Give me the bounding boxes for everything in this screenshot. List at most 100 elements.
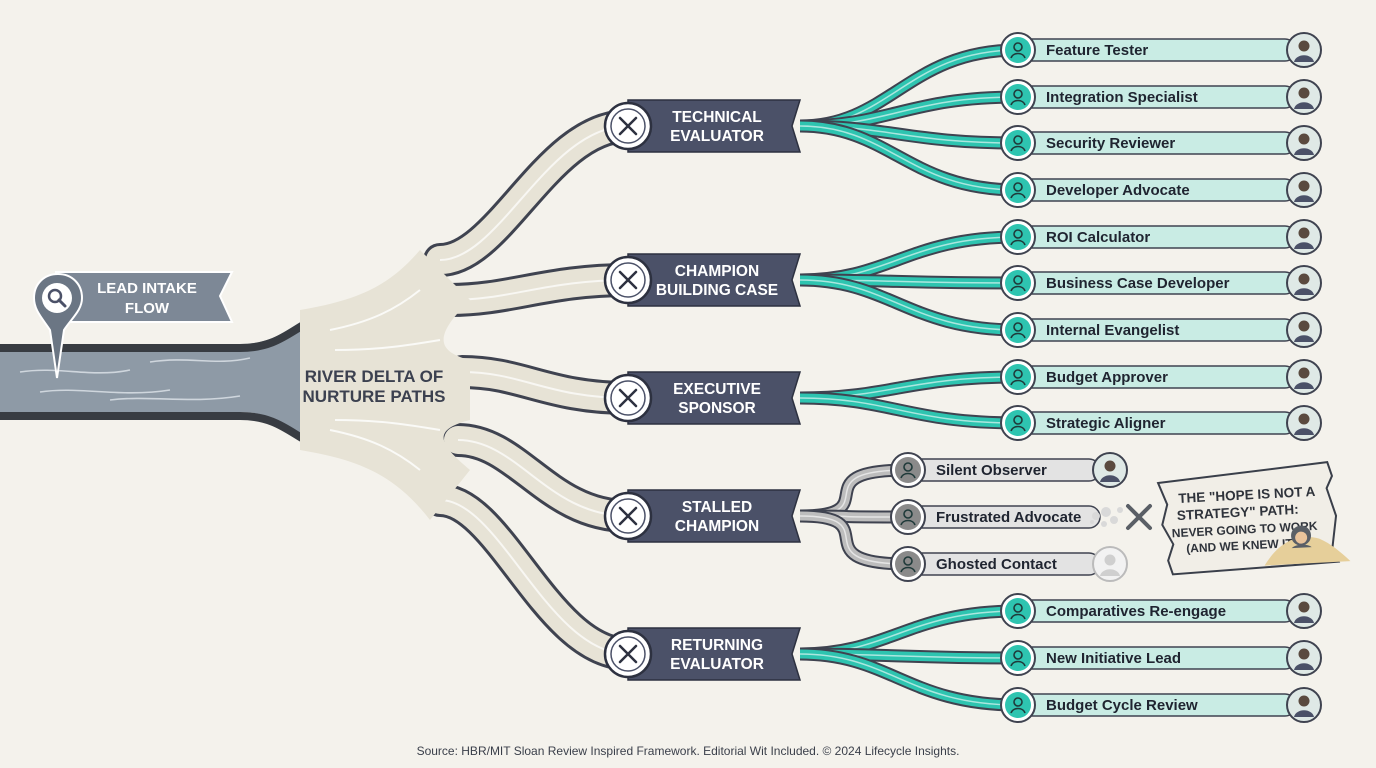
branch-label: ROI Calculator bbox=[1046, 229, 1150, 246]
microphone-avatar-icon bbox=[1286, 172, 1322, 208]
puzzle-icon bbox=[1000, 79, 1036, 115]
branch-row: Silent Observer bbox=[890, 452, 1128, 488]
persona-title-line1: STALLED bbox=[682, 499, 752, 516]
branch-label: Business Case Developer bbox=[1046, 275, 1230, 292]
branch-row: Strategic Aligner bbox=[1000, 405, 1322, 441]
user-check-icon bbox=[1000, 32, 1036, 68]
person-avatar-icon bbox=[1286, 359, 1322, 395]
storm-cloud-person-icon bbox=[890, 499, 926, 535]
person-avatar-icon bbox=[1092, 452, 1128, 488]
delta-channel bbox=[426, 112, 642, 274]
branch-label: New Initiative Lead bbox=[1046, 650, 1181, 667]
branch-row: Budget Cycle Review bbox=[1000, 687, 1322, 723]
branch-label: Integration Specialist bbox=[1046, 89, 1198, 106]
persona-title-line1: RETURNING bbox=[671, 637, 763, 654]
branch-label: Developer Advocate bbox=[1046, 182, 1190, 199]
dust-cloud-icon bbox=[1090, 507, 1123, 527]
calendar-money-icon bbox=[1000, 687, 1036, 723]
branch-stream-ripple bbox=[799, 125, 1019, 191]
branch-row: ROI Calculator bbox=[1000, 219, 1322, 255]
group-avatar-icon bbox=[1286, 312, 1322, 348]
callout-line-2: STRATEGY" PATH: bbox=[1176, 502, 1299, 523]
broken-chain-icon bbox=[603, 491, 653, 541]
scales-icon bbox=[1000, 593, 1036, 629]
persona-banner-returning-evaluator: RETURNING EVALUATOR bbox=[603, 627, 802, 681]
person-avatar-icon bbox=[1286, 640, 1322, 676]
x-mark-icon bbox=[1126, 504, 1152, 530]
river-delta: RIVER DELTA OF NURTURE PATHS bbox=[300, 250, 470, 520]
person-avatar-icon bbox=[1286, 32, 1322, 68]
lead-intake-marker: LEAD INTAKE FLOW bbox=[32, 271, 234, 379]
person-avatar-icon bbox=[1286, 79, 1322, 115]
hope-strategy-callout: THE "HOPE IS NOT A STRATEGY" PATH: NEVER… bbox=[1156, 461, 1351, 576]
megaphone-icon bbox=[1000, 312, 1036, 348]
lightbulb-icon bbox=[1000, 640, 1036, 676]
branch-stream-ripple bbox=[799, 397, 1019, 424]
branch-stream-ripple bbox=[799, 515, 909, 565]
person-avatar-icon bbox=[1286, 265, 1322, 301]
person-avatar-icon bbox=[1286, 687, 1322, 723]
delta-title-line1: RIVER DELTA OF bbox=[305, 367, 444, 386]
branch-label: Ghosted Contact bbox=[936, 556, 1057, 573]
wrench-screwdriver-icon bbox=[603, 101, 653, 151]
branch-streams bbox=[799, 43, 1019, 712]
persona-title-line2: EVALUATOR bbox=[670, 128, 764, 145]
delta-channels bbox=[423, 109, 645, 671]
faded-avatar-icon bbox=[1092, 546, 1128, 582]
source-caption: Source: HBR/MIT Sloan Review Inspired Fr… bbox=[416, 744, 960, 758]
person-arms-crossed-icon bbox=[890, 452, 926, 488]
branch-row: Internal Evangelist bbox=[1000, 312, 1322, 348]
delta-channel-ripple bbox=[449, 279, 629, 301]
branch-label: Internal Evangelist bbox=[1046, 322, 1179, 339]
persona-title-line2: CHAMPION bbox=[675, 518, 759, 535]
branch-label: Silent Observer bbox=[936, 462, 1047, 479]
dead-end-marker bbox=[1090, 504, 1152, 530]
presentation-chart-icon bbox=[1000, 265, 1036, 301]
person-avatar-icon bbox=[1286, 219, 1322, 255]
delta-channel-ripple bbox=[457, 439, 629, 517]
faded-person-icon bbox=[890, 546, 926, 582]
persona-title-line2: EVALUATOR bbox=[670, 656, 764, 673]
delta-channel-ripple bbox=[439, 499, 629, 655]
persona-banner-stalled-champion: STALLED CHAMPION bbox=[603, 489, 802, 543]
branch-label: Strategic Aligner bbox=[1046, 415, 1166, 432]
branch-label: Feature Tester bbox=[1046, 42, 1148, 59]
boomerang-icon bbox=[603, 629, 653, 679]
branch-row: New Initiative Lead bbox=[1000, 640, 1322, 676]
lead-intake-label-line2: FLOW bbox=[125, 300, 170, 317]
person-buried-in-sand-icon bbox=[1264, 525, 1351, 566]
branch-stream-ripple bbox=[799, 279, 1019, 331]
money-hand-icon bbox=[1000, 359, 1036, 395]
persona-title-line1: EXECUTIVE bbox=[673, 381, 761, 398]
branch-row: Integration Specialist bbox=[1000, 79, 1322, 115]
persona-banner-executive-sponsor: EXECUTIVE SPONSOR bbox=[603, 371, 802, 425]
delta-title-line2: NURTURE PATHS bbox=[303, 387, 446, 406]
branch-label: Budget Approver bbox=[1046, 369, 1168, 386]
delta-channel-ripple bbox=[461, 371, 629, 399]
branch-row: Feature Tester bbox=[1000, 32, 1322, 68]
branch-row: Developer Advocate bbox=[1000, 172, 1322, 208]
branch-stream bbox=[799, 393, 1019, 428]
branch-stream-ripple bbox=[799, 653, 1019, 706]
callout-line-4: (AND WE KNEW IT) bbox=[1186, 536, 1297, 556]
branch-row: Ghosted Contact bbox=[890, 546, 1128, 582]
padlock-icon bbox=[1000, 125, 1036, 161]
lead-intake-label-line1: LEAD INTAKE bbox=[97, 280, 197, 297]
magnifier-icon bbox=[42, 283, 72, 313]
persona-title-line1: TECHNICAL bbox=[672, 109, 762, 126]
branch-row: Budget Approver bbox=[1000, 359, 1322, 395]
callout-line-1: THE "HOPE IS NOT A bbox=[1178, 484, 1316, 506]
padlock-avatar-icon bbox=[1286, 125, 1322, 161]
persona-banner-technical-evaluator: TECHNICAL EVALUATOR bbox=[603, 99, 802, 153]
persona-title-line2: SPONSOR bbox=[678, 400, 756, 417]
shield-chart-icon bbox=[603, 255, 653, 305]
persona-title-line1: CHAMPION bbox=[675, 263, 759, 280]
compass-avatar-icon bbox=[1286, 405, 1322, 441]
branch-label: Budget Cycle Review bbox=[1046, 697, 1198, 714]
branch-label: Frustrated Advocate bbox=[936, 509, 1081, 526]
calculator-icon bbox=[1000, 219, 1036, 255]
branch-row: Frustrated Advocate bbox=[890, 499, 1101, 535]
